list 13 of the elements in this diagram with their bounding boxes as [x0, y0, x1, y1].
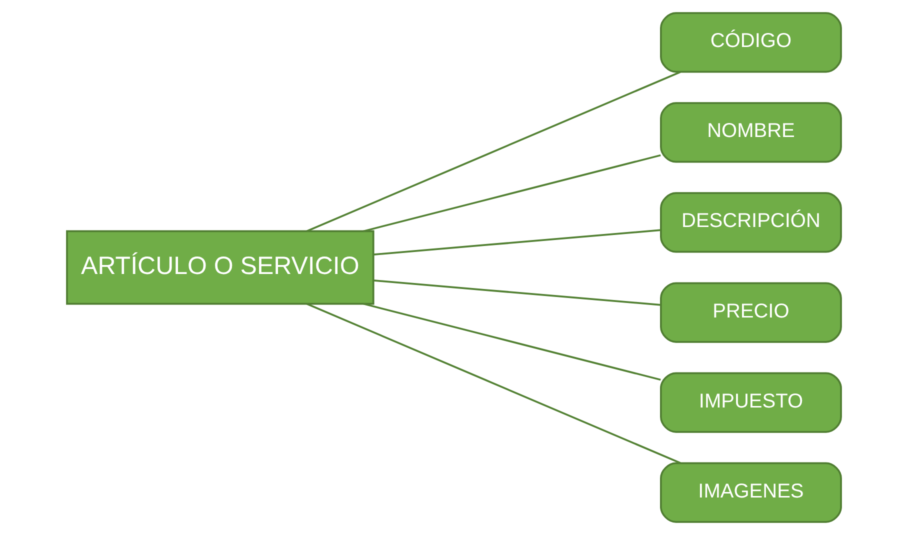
connector: [363, 302, 661, 381]
node-box: IMPUESTO: [660, 372, 842, 433]
node-box: NOMBRE: [660, 102, 842, 163]
connector: [306, 71, 681, 232]
connector: [373, 280, 662, 306]
connector: [306, 303, 681, 464]
node-box: ARTÍCULO O SERVICIO: [66, 230, 374, 305]
node-box: IMAGENES: [660, 462, 842, 523]
node-box: PRECIO: [660, 282, 842, 343]
connector: [363, 154, 661, 232]
connector: [373, 229, 662, 256]
node-box: DESCRIPCIÓN: [660, 192, 842, 253]
node-box: CÓDIGO: [660, 12, 842, 73]
